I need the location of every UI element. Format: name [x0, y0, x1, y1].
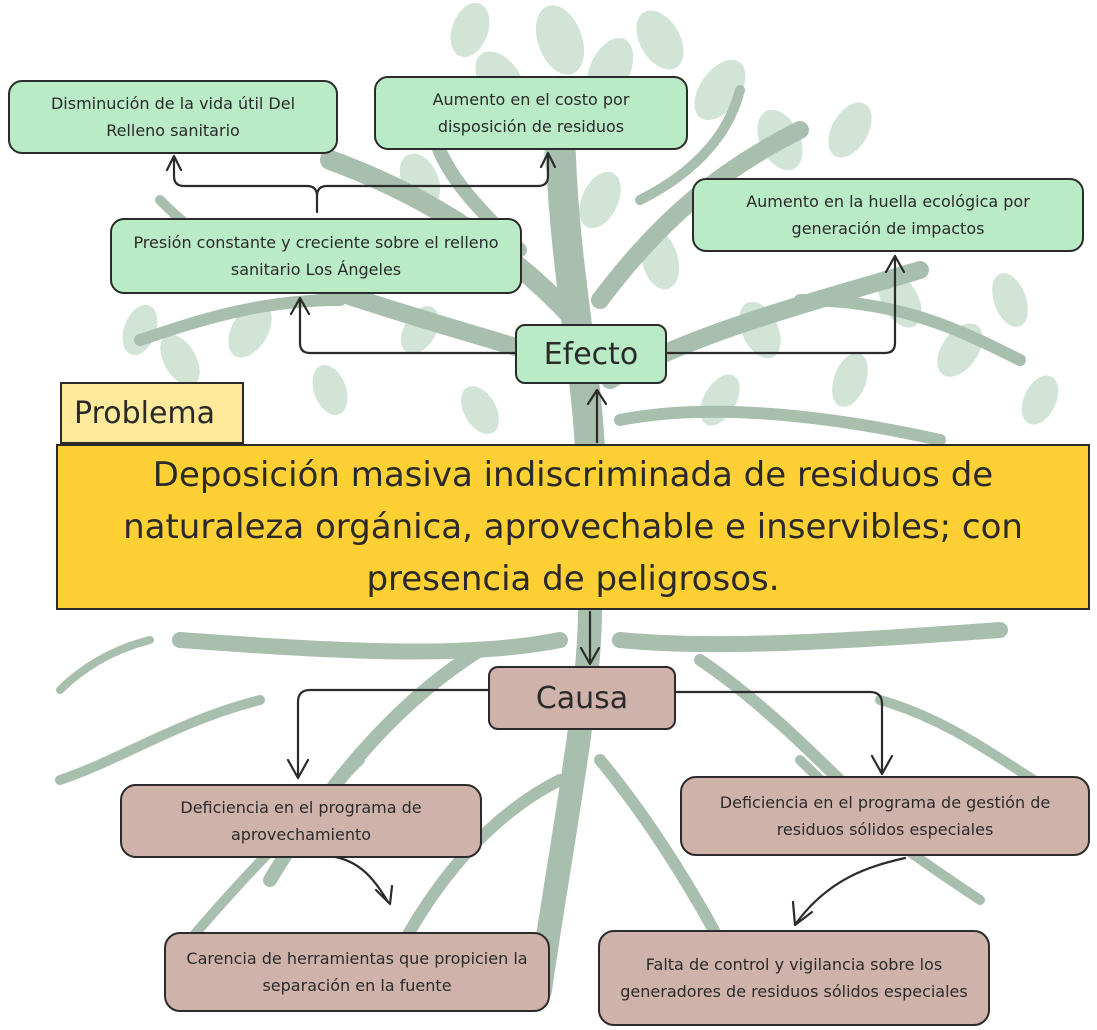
problem-statement: Deposición masiva indiscriminada de resi… [56, 444, 1090, 610]
cause-aprovechamiento-text: Deficiencia en el programa de aprovecham… [180, 798, 422, 844]
effect-aumento-costo: Aumento en el costo por disposición de r… [374, 76, 688, 150]
cause-deficiencia-gestion: Deficiencia en el programa de gestión de… [680, 776, 1090, 856]
efecto-label: Efecto [515, 324, 667, 384]
cause-deficiencia-aprovechamiento: Deficiencia en el programa de aprovecham… [120, 784, 482, 858]
cause-control-text: Falta de control y vigilancia sobre los … [620, 955, 968, 1001]
cause-herramientas-text: Carencia de herramientas que propicien l… [186, 949, 528, 995]
problema-label: Problema [60, 382, 244, 444]
efecto-label-text: Efecto [543, 336, 639, 372]
cause-falta-control: Falta de control y vigilancia sobre los … [598, 930, 990, 1026]
effect-presion-text: Presión constante y creciente sobre el r… [133, 233, 499, 279]
problema-label-text: Problema [74, 395, 216, 431]
effect-presion-relleno: Presión constante y creciente sobre el r… [110, 218, 522, 294]
cause-gestion-text: Deficiencia en el programa de gestión de… [719, 793, 1051, 839]
effect-disminucion-vida-util: Disminución de la vida útil Del Relleno … [8, 80, 338, 154]
effect-huella-text: Aumento en la huella ecológica por gener… [746, 192, 1030, 238]
effect-costo-text: Aumento en el costo por disposición de r… [432, 90, 630, 136]
problem-statement-text: Deposición masiva indiscriminada de resi… [123, 455, 1023, 599]
causa-label-text: Causa [535, 680, 629, 716]
effect-disminucion-text: Disminución de la vida útil Del Relleno … [50, 94, 296, 140]
causa-label: Causa [488, 666, 676, 730]
effect-huella-ecologica: Aumento en la huella ecológica por gener… [692, 178, 1084, 252]
cause-carencia-herramientas: Carencia de herramientas que propicien l… [164, 932, 550, 1012]
